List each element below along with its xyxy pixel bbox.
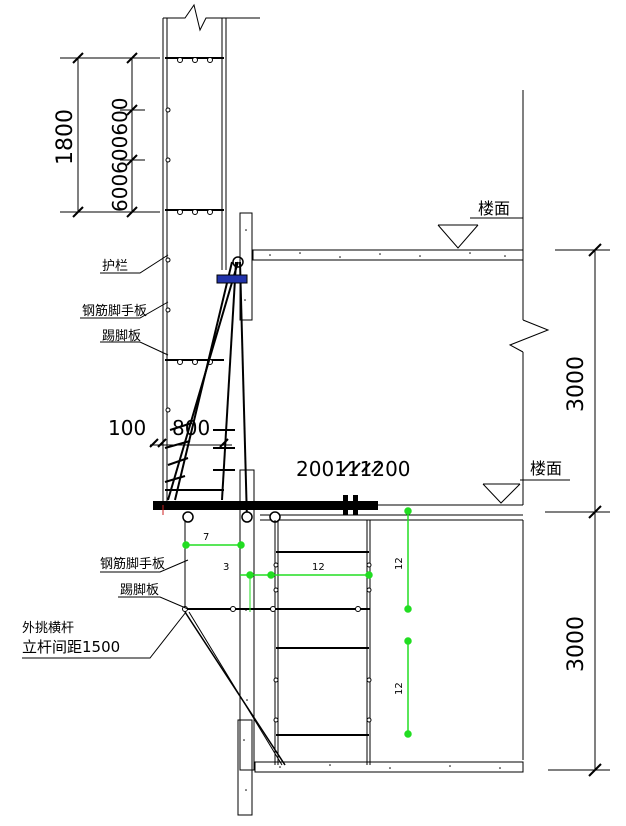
label-rebar-board-upper: 钢筋脚手板 — [82, 303, 147, 319]
main-steel-beam — [153, 501, 378, 510]
label-toe-board-lower: 踢脚板 — [120, 582, 159, 598]
floor-marker-lower — [482, 479, 570, 504]
dim-beam-spacing: 200111200 — [296, 457, 411, 481]
dim-left-offset: 100 — [108, 416, 146, 440]
label-outrigger-bar: 外挑横杆 — [22, 621, 74, 636]
label-pole-spacing: 立杆间距1500 — [22, 638, 120, 656]
storey-dimension-line — [545, 243, 610, 777]
lower-scaffold — [184, 520, 371, 766]
dim-small-3: 3 — [223, 562, 229, 573]
dim-small-12-h: 12 — [312, 562, 325, 573]
storey-height-lower: 3000 — [564, 616, 589, 672]
column-stub-lower — [237, 719, 253, 816]
floor-label-upper: 楼面 — [478, 199, 510, 218]
label-guardrail: 护栏 — [102, 259, 128, 274]
beam-anchor-right — [353, 495, 358, 515]
diagonal-cables — [167, 261, 248, 521]
brace-ties — [164, 422, 235, 483]
wall-break-mark — [508, 319, 550, 353]
lower-scaffold-nodes — [182, 562, 372, 723]
label-toe-board-upper: 踢脚板 — [102, 328, 141, 344]
lower-floor-slab — [254, 761, 524, 773]
guardrail-frame — [162, 3, 260, 505]
beam-spacing-ticks — [341, 462, 381, 473]
storey-height-upper: 3000 — [564, 356, 589, 412]
floor-marker-upper — [437, 217, 523, 249]
guardrail-segments: 600600600 — [108, 97, 132, 212]
leader-lines — [22, 254, 189, 659]
dim-small-7: 7 — [203, 532, 209, 543]
guardrail-dimension-line — [60, 52, 160, 218]
beam-anchor-left — [343, 495, 348, 515]
guardrail-total-height: 1800 — [53, 109, 78, 165]
cable-hook — [232, 256, 244, 268]
guardrail-nodes — [165, 57, 213, 413]
frame-width-dimension — [149, 438, 232, 448]
clamp-block — [216, 274, 248, 284]
green-dimensions — [182, 507, 412, 738]
dim-frame-width: 800 — [172, 416, 210, 440]
label-rebar-board-lower: 钢筋脚手板 — [100, 556, 165, 572]
floor-label-lower: 楼面 — [530, 459, 562, 478]
column-middle — [239, 469, 255, 771]
dim-small-12-v-upper: 12 — [394, 557, 405, 570]
dim-small-12-v-lower: 12 — [394, 682, 405, 695]
upper-floor-slab — [252, 249, 524, 261]
